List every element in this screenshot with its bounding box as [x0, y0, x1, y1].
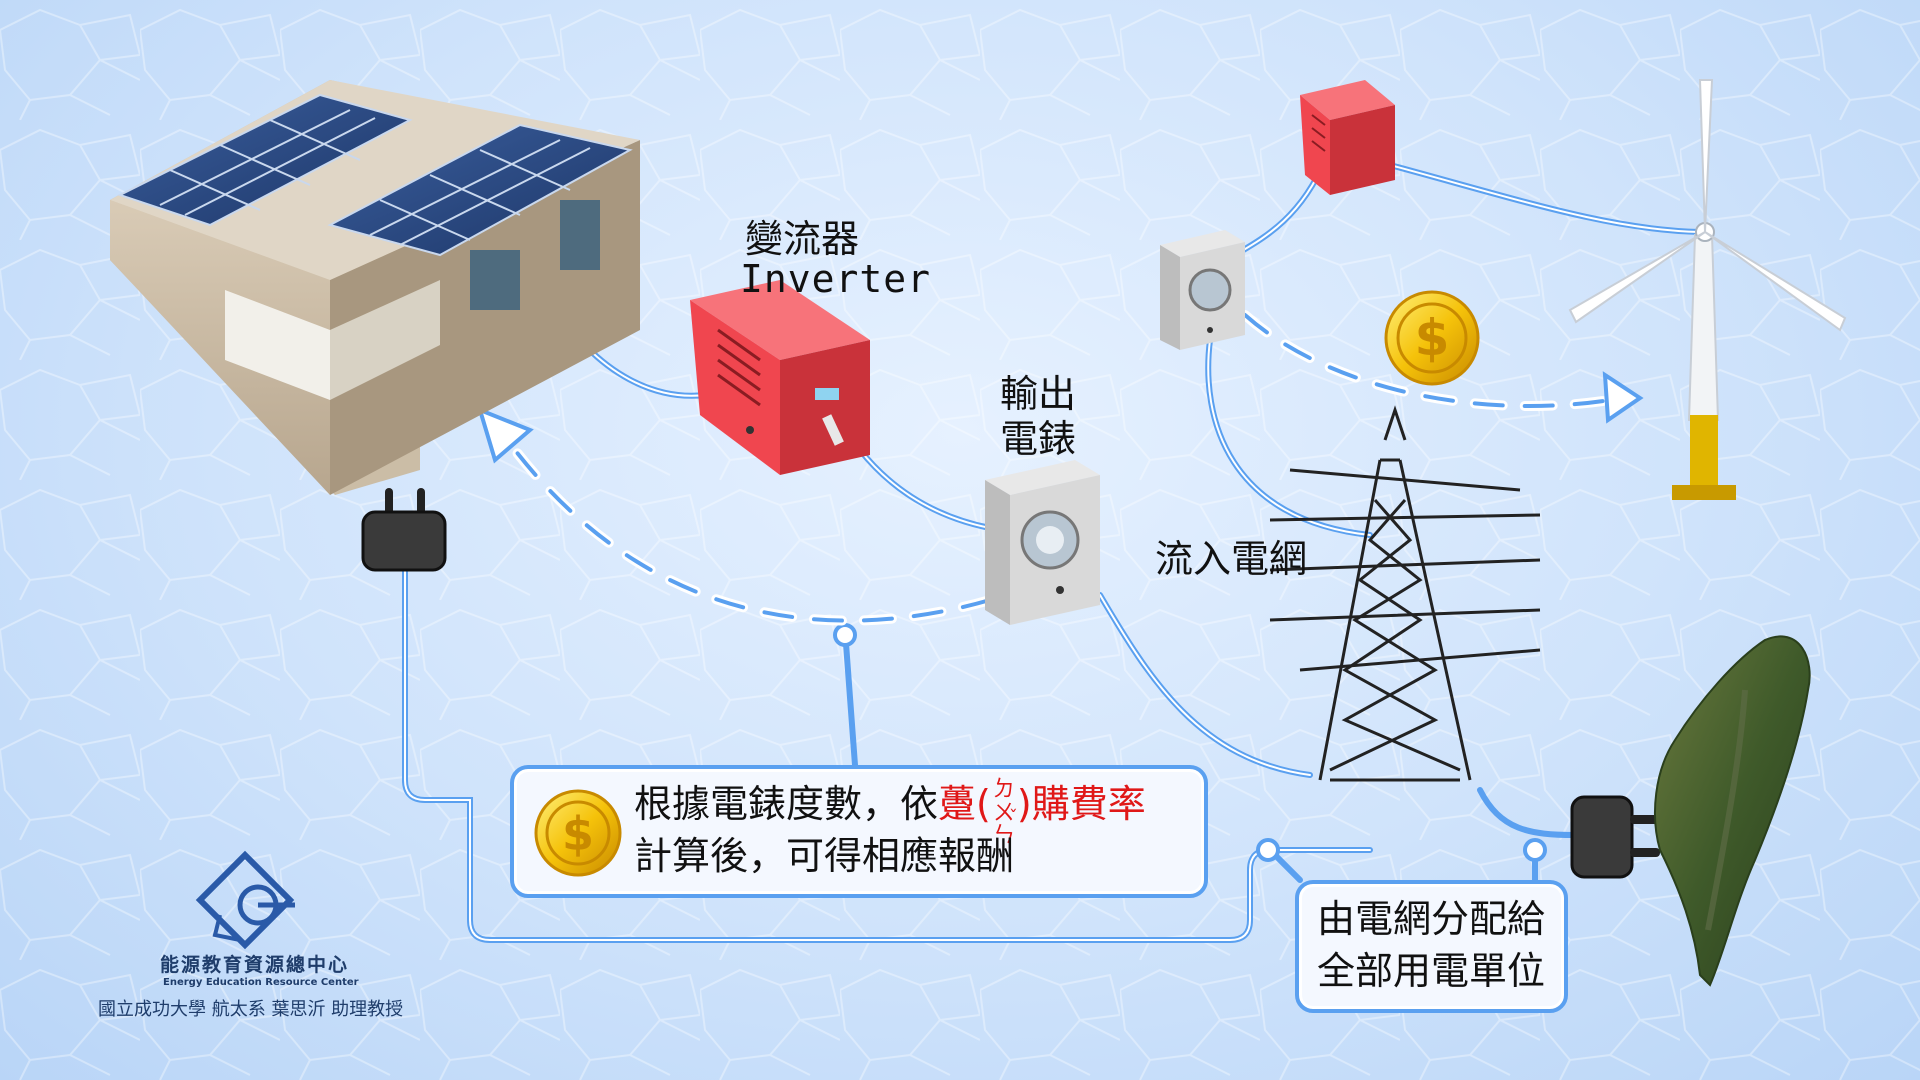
grid-in-label: 流入電網	[1155, 537, 1308, 581]
author-credit: 國立成功大學 航太系 葉思沂 助理教授	[98, 999, 404, 1020]
payment-line2: 計算後，可得相應報酬	[634, 834, 1015, 878]
dashed-arrow-to-house	[476, 406, 995, 626]
wire-node	[1256, 838, 1280, 862]
plug-icon-left	[361, 488, 447, 572]
meter-box-icon-top	[1160, 230, 1245, 350]
wire-highlights	[404, 159, 1701, 941]
solar-house-icon	[110, 80, 640, 495]
zhuyin-2: ㄨ	[992, 800, 1015, 826]
payment-line1-text: 根據電錶度數，依	[634, 782, 939, 826]
logo-title: 能源教育資源總中心	[160, 954, 350, 976]
inverter-label-zh: 變流器	[745, 217, 860, 261]
logo-subtitle: Energy Education Resource Center	[163, 977, 359, 988]
distribution-line2: 全部用電單位	[1317, 949, 1546, 993]
distribution-callout: 由電網分配給 全部用電單位	[1295, 880, 1568, 1013]
inverter-label-en: Inverter	[740, 257, 932, 301]
transformer-box-icon-top	[1300, 80, 1395, 195]
meter-box-icon	[985, 460, 1100, 625]
svg-text:$: $	[1415, 309, 1450, 367]
zhuyin-3: ㄣ	[992, 822, 1015, 848]
payment-term-b: 購費率	[1031, 782, 1146, 826]
payment-term-a: 躉	[938, 782, 977, 826]
svg-text:$: $	[562, 807, 594, 861]
meter-label-line2: 電錶	[1000, 417, 1077, 461]
coin-icon: $	[534, 789, 622, 877]
distribution-line1: 由電網分配給	[1317, 897, 1546, 941]
wire-node	[1523, 838, 1547, 862]
logo-icon	[195, 850, 295, 950]
paren-open: (	[976, 782, 991, 826]
zhuyin-tone: ˇ	[1008, 806, 1018, 828]
wire-node	[833, 623, 857, 647]
meter-label-line1: 輸出	[1000, 372, 1077, 416]
taiwan-map-icon	[1654, 635, 1811, 987]
plug-icon-right	[1570, 795, 1660, 879]
pylon-icon	[1269, 405, 1541, 782]
paren-close: )	[1016, 782, 1032, 826]
coin-icon-top: $	[1384, 290, 1480, 386]
wind-turbine-icon	[1568, 79, 1847, 500]
inverter-box-icon	[690, 280, 870, 475]
dashed-arrow-to-turbine	[1240, 310, 1644, 424]
zhuyin-1: ㄉ	[992, 776, 1015, 802]
